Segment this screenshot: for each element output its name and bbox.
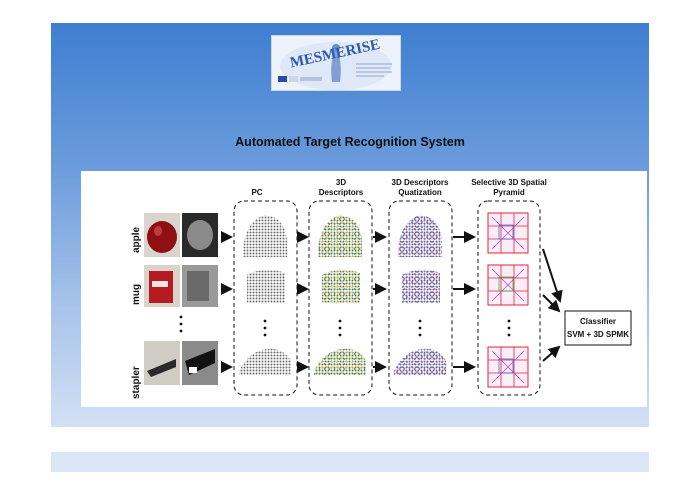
stage-label-quantization-1: 3D Descriptors — [392, 178, 449, 187]
continuation-dots-stages — [263, 319, 511, 337]
footer-band — [51, 452, 649, 472]
slide-title: Automated Target Recognition System — [235, 135, 465, 149]
slide-panel: MESMERISE Automated Target Recognition S… — [51, 23, 649, 427]
classifier-label: Classifier — [580, 317, 616, 326]
stage-box-pc — [233, 200, 298, 396]
stage-label-pyramid-2: Pyramid — [493, 188, 525, 197]
stage-label-quantization-2: Quatization — [398, 188, 442, 197]
stapler-depth-image — [182, 341, 218, 385]
stage-label-pyramid-1: Selective 3D Spatial — [471, 178, 547, 187]
classifier-box — [564, 310, 632, 346]
classifier-method: SVM + 3D SPMK — [567, 330, 629, 339]
flow-arrows — [221, 231, 563, 373]
mesmerise-logo: MESMERISE — [271, 35, 401, 91]
object-label-apple: apple — [131, 226, 142, 253]
stage-box-descriptors — [308, 200, 373, 396]
stage-box-pyramid — [477, 200, 541, 396]
pc-mug-cloud — [247, 269, 285, 303]
stage-label-descriptors-1: 3D — [336, 178, 346, 187]
pc-stapler-cloud — [239, 348, 291, 375]
stage-label-descriptors-2: Descriptors — [319, 188, 364, 197]
pc-apple-cloud — [243, 215, 287, 257]
stage-box-quantization — [388, 200, 453, 396]
mug-rgb-image — [144, 265, 180, 307]
pyramid-grid-mug — [487, 264, 529, 306]
object-label-stapler: stapler — [131, 366, 142, 399]
apple-depth-image — [182, 213, 218, 257]
pipeline-figure: apple mug stapler — [81, 171, 647, 407]
mug-depth-image — [182, 265, 218, 307]
apple-rgb-image — [144, 213, 180, 257]
continuation-dots-images — [179, 315, 183, 333]
pyramid-grid-stapler — [487, 346, 529, 388]
stage-label-pc: PC — [251, 188, 262, 197]
pyramid-grid-apple — [487, 212, 529, 254]
object-label-mug: mug — [131, 284, 142, 305]
stapler-rgb-image — [144, 341, 180, 385]
